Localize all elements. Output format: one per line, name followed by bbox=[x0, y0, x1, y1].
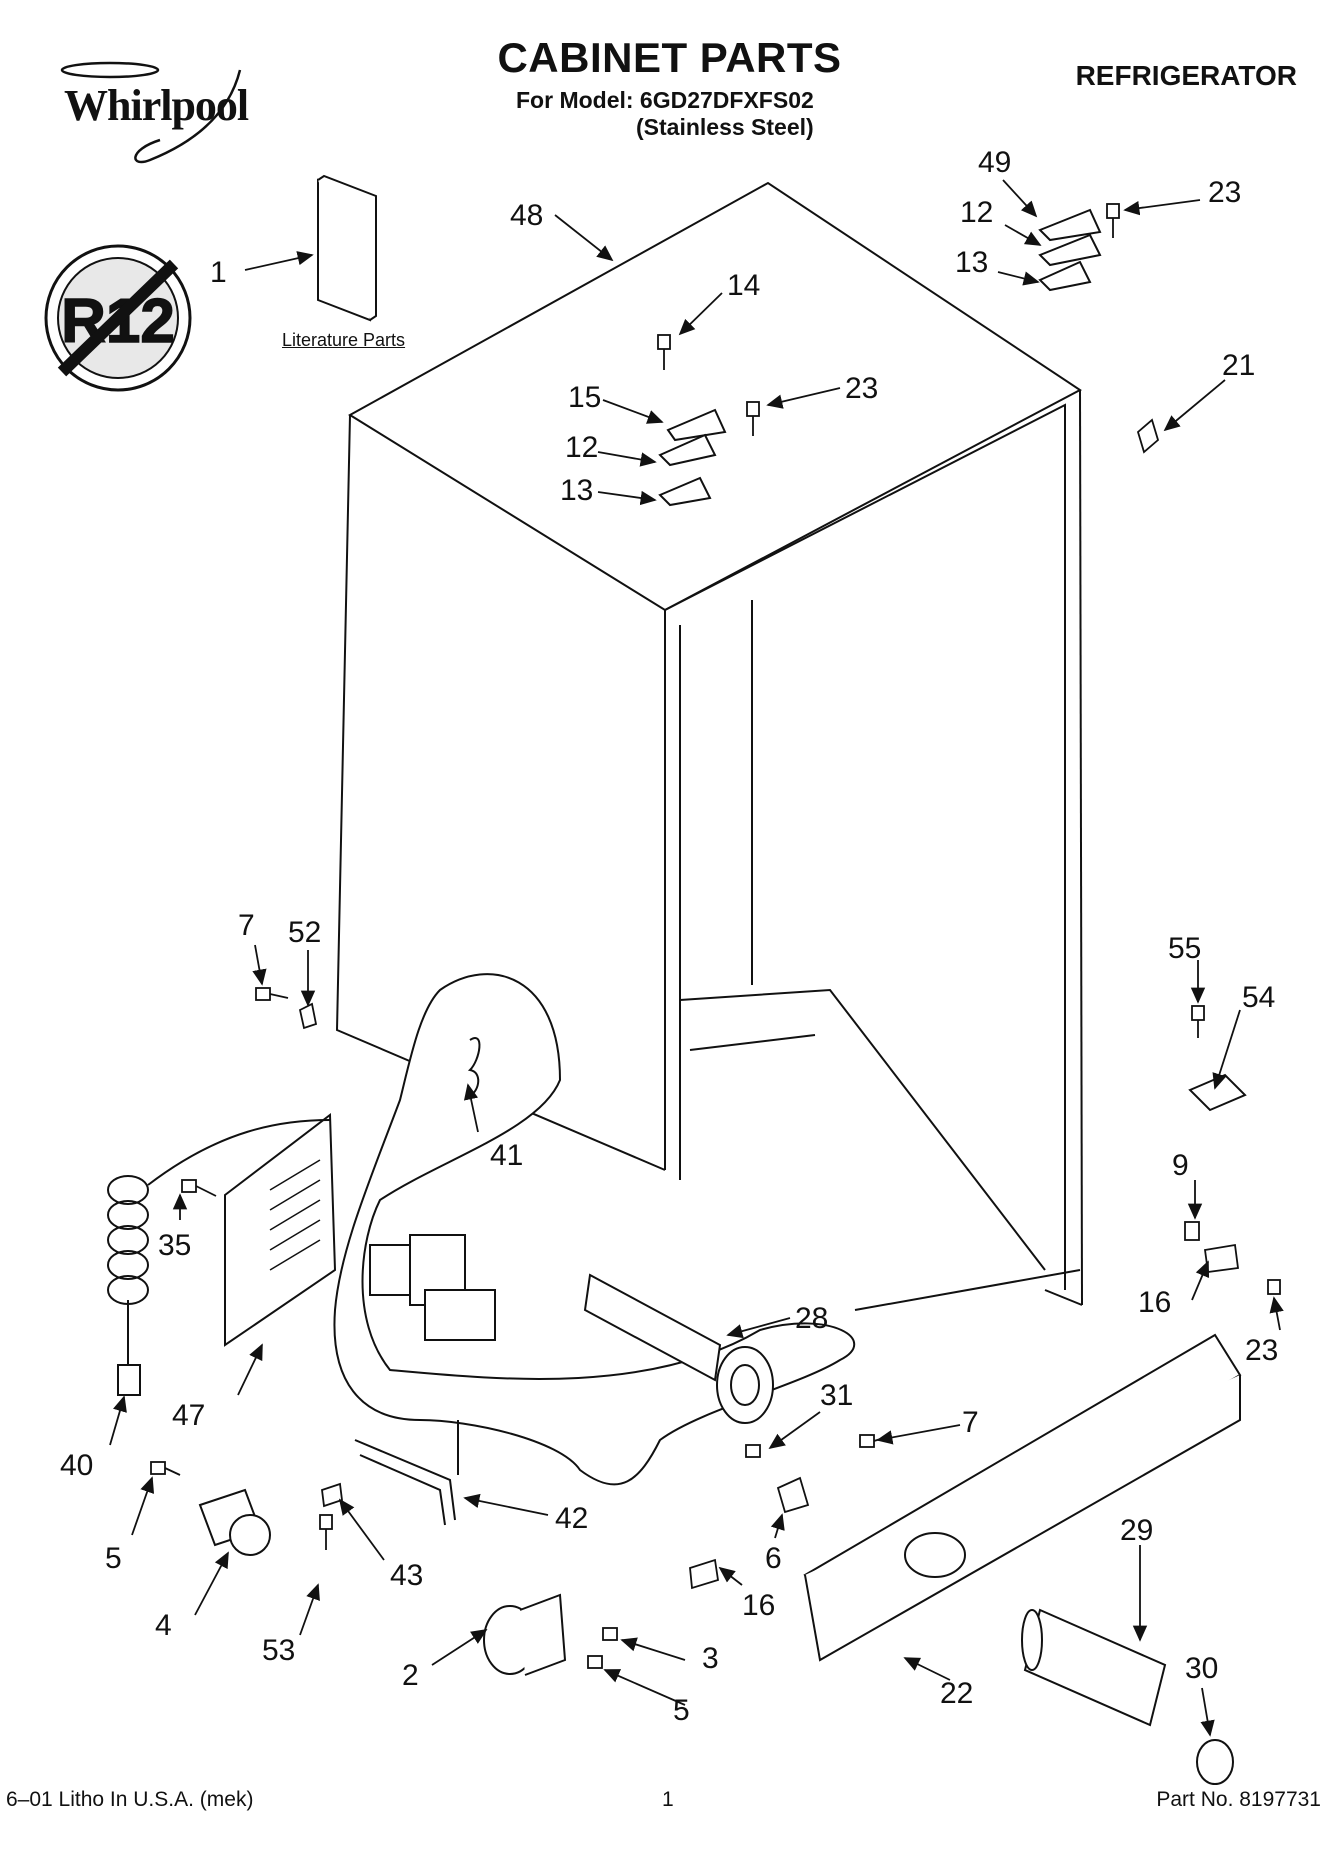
no-r12-badge: R12 bbox=[44, 244, 192, 392]
model-variant: (Stainless Steel) bbox=[636, 114, 814, 140]
callout-numbers: 1 48 49 23 12 13 14 21 15 23 12 13 7 52 … bbox=[60, 146, 1278, 1727]
callout-52: 52 bbox=[288, 916, 321, 949]
callout-6: 6 bbox=[765, 1542, 782, 1575]
callout-7: 7 bbox=[238, 909, 255, 942]
callout-7: 7 bbox=[962, 1406, 979, 1439]
callout-23: 23 bbox=[845, 372, 878, 405]
callout-41: 41 bbox=[490, 1139, 523, 1172]
callout-4: 4 bbox=[155, 1609, 172, 1642]
literature-booklet-icon bbox=[317, 174, 377, 322]
model-line: For Model: 6GD27DFXFS02 bbox=[516, 87, 814, 113]
callout-12: 12 bbox=[565, 431, 598, 464]
callout-16: 16 bbox=[742, 1589, 775, 1622]
whirlpool-logo: Whirlpool bbox=[64, 80, 249, 131]
callout-49: 49 bbox=[978, 146, 1011, 179]
callout-1: 1 bbox=[210, 256, 227, 289]
cylinder-part-icon bbox=[583, 1273, 774, 1424]
callout-5: 5 bbox=[105, 1542, 122, 1575]
refrigerator-cabinet-icon bbox=[335, 181, 1083, 1311]
callout-13: 13 bbox=[955, 246, 988, 279]
literature-parts-label: Literature Parts bbox=[282, 330, 406, 350]
top-hinge-icon bbox=[658, 208, 1102, 507]
logo-swoosh-icon bbox=[60, 61, 242, 164]
leader-arrows bbox=[109, 179, 1284, 1737]
water-filter-icon bbox=[1021, 1608, 1234, 1785]
screw-icons bbox=[150, 203, 1281, 1669]
brand-name: Whirlpool bbox=[64, 81, 249, 130]
callout-43: 43 bbox=[390, 1559, 423, 1592]
callout-3: 3 bbox=[702, 1642, 719, 1675]
appliance-category: REFRIGERATOR bbox=[1075, 60, 1297, 91]
callout-23: 23 bbox=[1208, 176, 1241, 209]
callout-13: 13 bbox=[560, 474, 593, 507]
callout-15: 15 bbox=[568, 381, 601, 414]
callout-12: 12 bbox=[960, 196, 993, 229]
water-tube-icon bbox=[354, 1420, 459, 1526]
callout-30: 30 bbox=[1185, 1652, 1218, 1685]
callout-48: 48 bbox=[510, 199, 543, 232]
water-valve-icon bbox=[369, 1234, 496, 1341]
callout-5: 5 bbox=[673, 1694, 690, 1727]
callout-21: 21 bbox=[1222, 349, 1255, 382]
callout-2: 2 bbox=[402, 1659, 419, 1692]
power-cord-icon bbox=[107, 1119, 331, 1396]
cabinet-cutaway-icon bbox=[333, 973, 856, 1486]
callout-47: 47 bbox=[172, 1399, 205, 1432]
callout-29: 29 bbox=[1120, 1514, 1153, 1547]
callout-14: 14 bbox=[727, 269, 760, 302]
callout-9: 9 bbox=[1172, 1149, 1189, 1182]
clip-icons bbox=[298, 418, 1240, 1590]
page-title: CABINET PARTS bbox=[497, 34, 842, 81]
front-roller-icon bbox=[483, 1593, 567, 1676]
callout-31: 31 bbox=[820, 1379, 853, 1412]
callout-54: 54 bbox=[1242, 981, 1275, 1014]
footer-page-number: 1 bbox=[662, 1788, 674, 1811]
leveling-roller-icon bbox=[198, 1488, 271, 1556]
callout-23: 23 bbox=[1245, 1334, 1278, 1367]
callout-22: 22 bbox=[940, 1677, 973, 1710]
callout-55: 55 bbox=[1168, 932, 1201, 965]
callout-35: 35 bbox=[158, 1229, 191, 1262]
callout-16: 16 bbox=[1138, 1286, 1171, 1319]
footer-part-number: Part No. 8197731 bbox=[1156, 1788, 1321, 1811]
access-panel-icon bbox=[224, 1113, 337, 1347]
callout-28: 28 bbox=[795, 1302, 828, 1335]
callout-42: 42 bbox=[555, 1502, 588, 1535]
base-grille-icon bbox=[803, 1333, 1242, 1662]
callout-40: 40 bbox=[60, 1449, 93, 1482]
callout-53: 53 bbox=[262, 1634, 295, 1667]
footer-print-info: 6–01 Litho In U.S.A. (mek) bbox=[6, 1788, 254, 1811]
